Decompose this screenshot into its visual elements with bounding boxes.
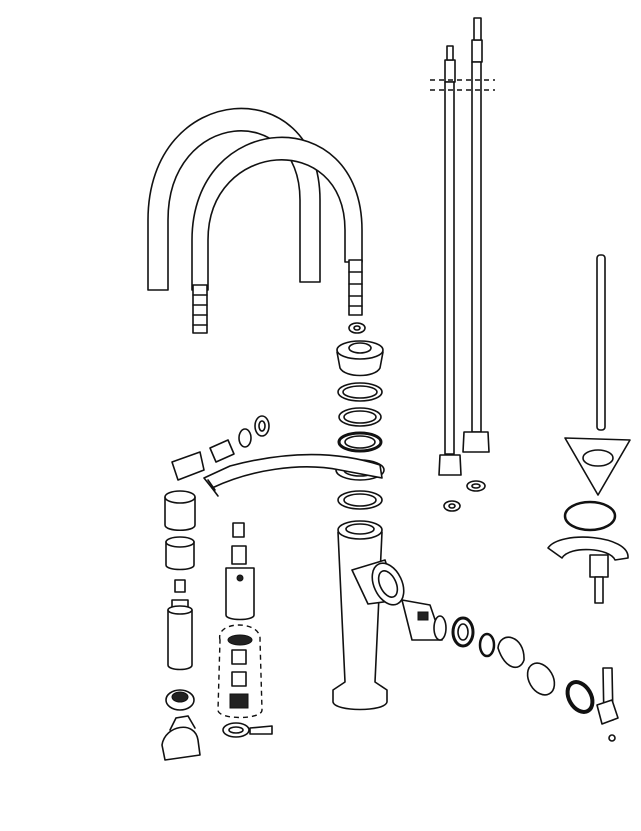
o-ring-stack <box>335 382 385 510</box>
faucet-body <box>332 520 405 711</box>
o-ring-small <box>478 632 496 658</box>
cartridge-nut <box>451 616 475 648</box>
hose-fitting-left <box>192 284 208 334</box>
o-ring-handle-1 <box>526 662 556 696</box>
mounting-collar <box>336 340 384 377</box>
washer-small <box>348 322 366 334</box>
hose-fitting-right <box>348 259 363 316</box>
small-parts-top <box>171 415 270 481</box>
horseshoe-clamp <box>547 536 629 561</box>
countertop-marker <box>430 79 495 91</box>
cartridge <box>401 599 447 641</box>
spray-face <box>165 689 195 711</box>
small-nut <box>174 579 186 593</box>
aerator-group <box>217 624 263 719</box>
spout-lever-arm <box>203 453 383 497</box>
hose-weight-clip <box>222 722 273 738</box>
rubber-gasket <box>563 500 617 532</box>
cap-small <box>232 522 245 538</box>
hose-outer <box>147 107 321 291</box>
hose-inner <box>191 136 363 291</box>
supply-line-right <box>462 17 490 453</box>
sleeve <box>165 536 195 571</box>
mounting-bracket <box>564 437 631 496</box>
supply-line-left <box>438 45 462 476</box>
spray-wand-body <box>167 599 193 671</box>
pull-down-adapter <box>225 545 255 621</box>
mounting-nut <box>589 554 609 604</box>
spray-head-collar <box>164 490 196 532</box>
dome-cap <box>497 636 525 669</box>
handle-ring <box>565 680 595 714</box>
spray-key <box>161 715 201 761</box>
threaded-rod <box>596 254 606 431</box>
supply-washers <box>443 480 486 512</box>
handle-lever <box>596 667 619 742</box>
